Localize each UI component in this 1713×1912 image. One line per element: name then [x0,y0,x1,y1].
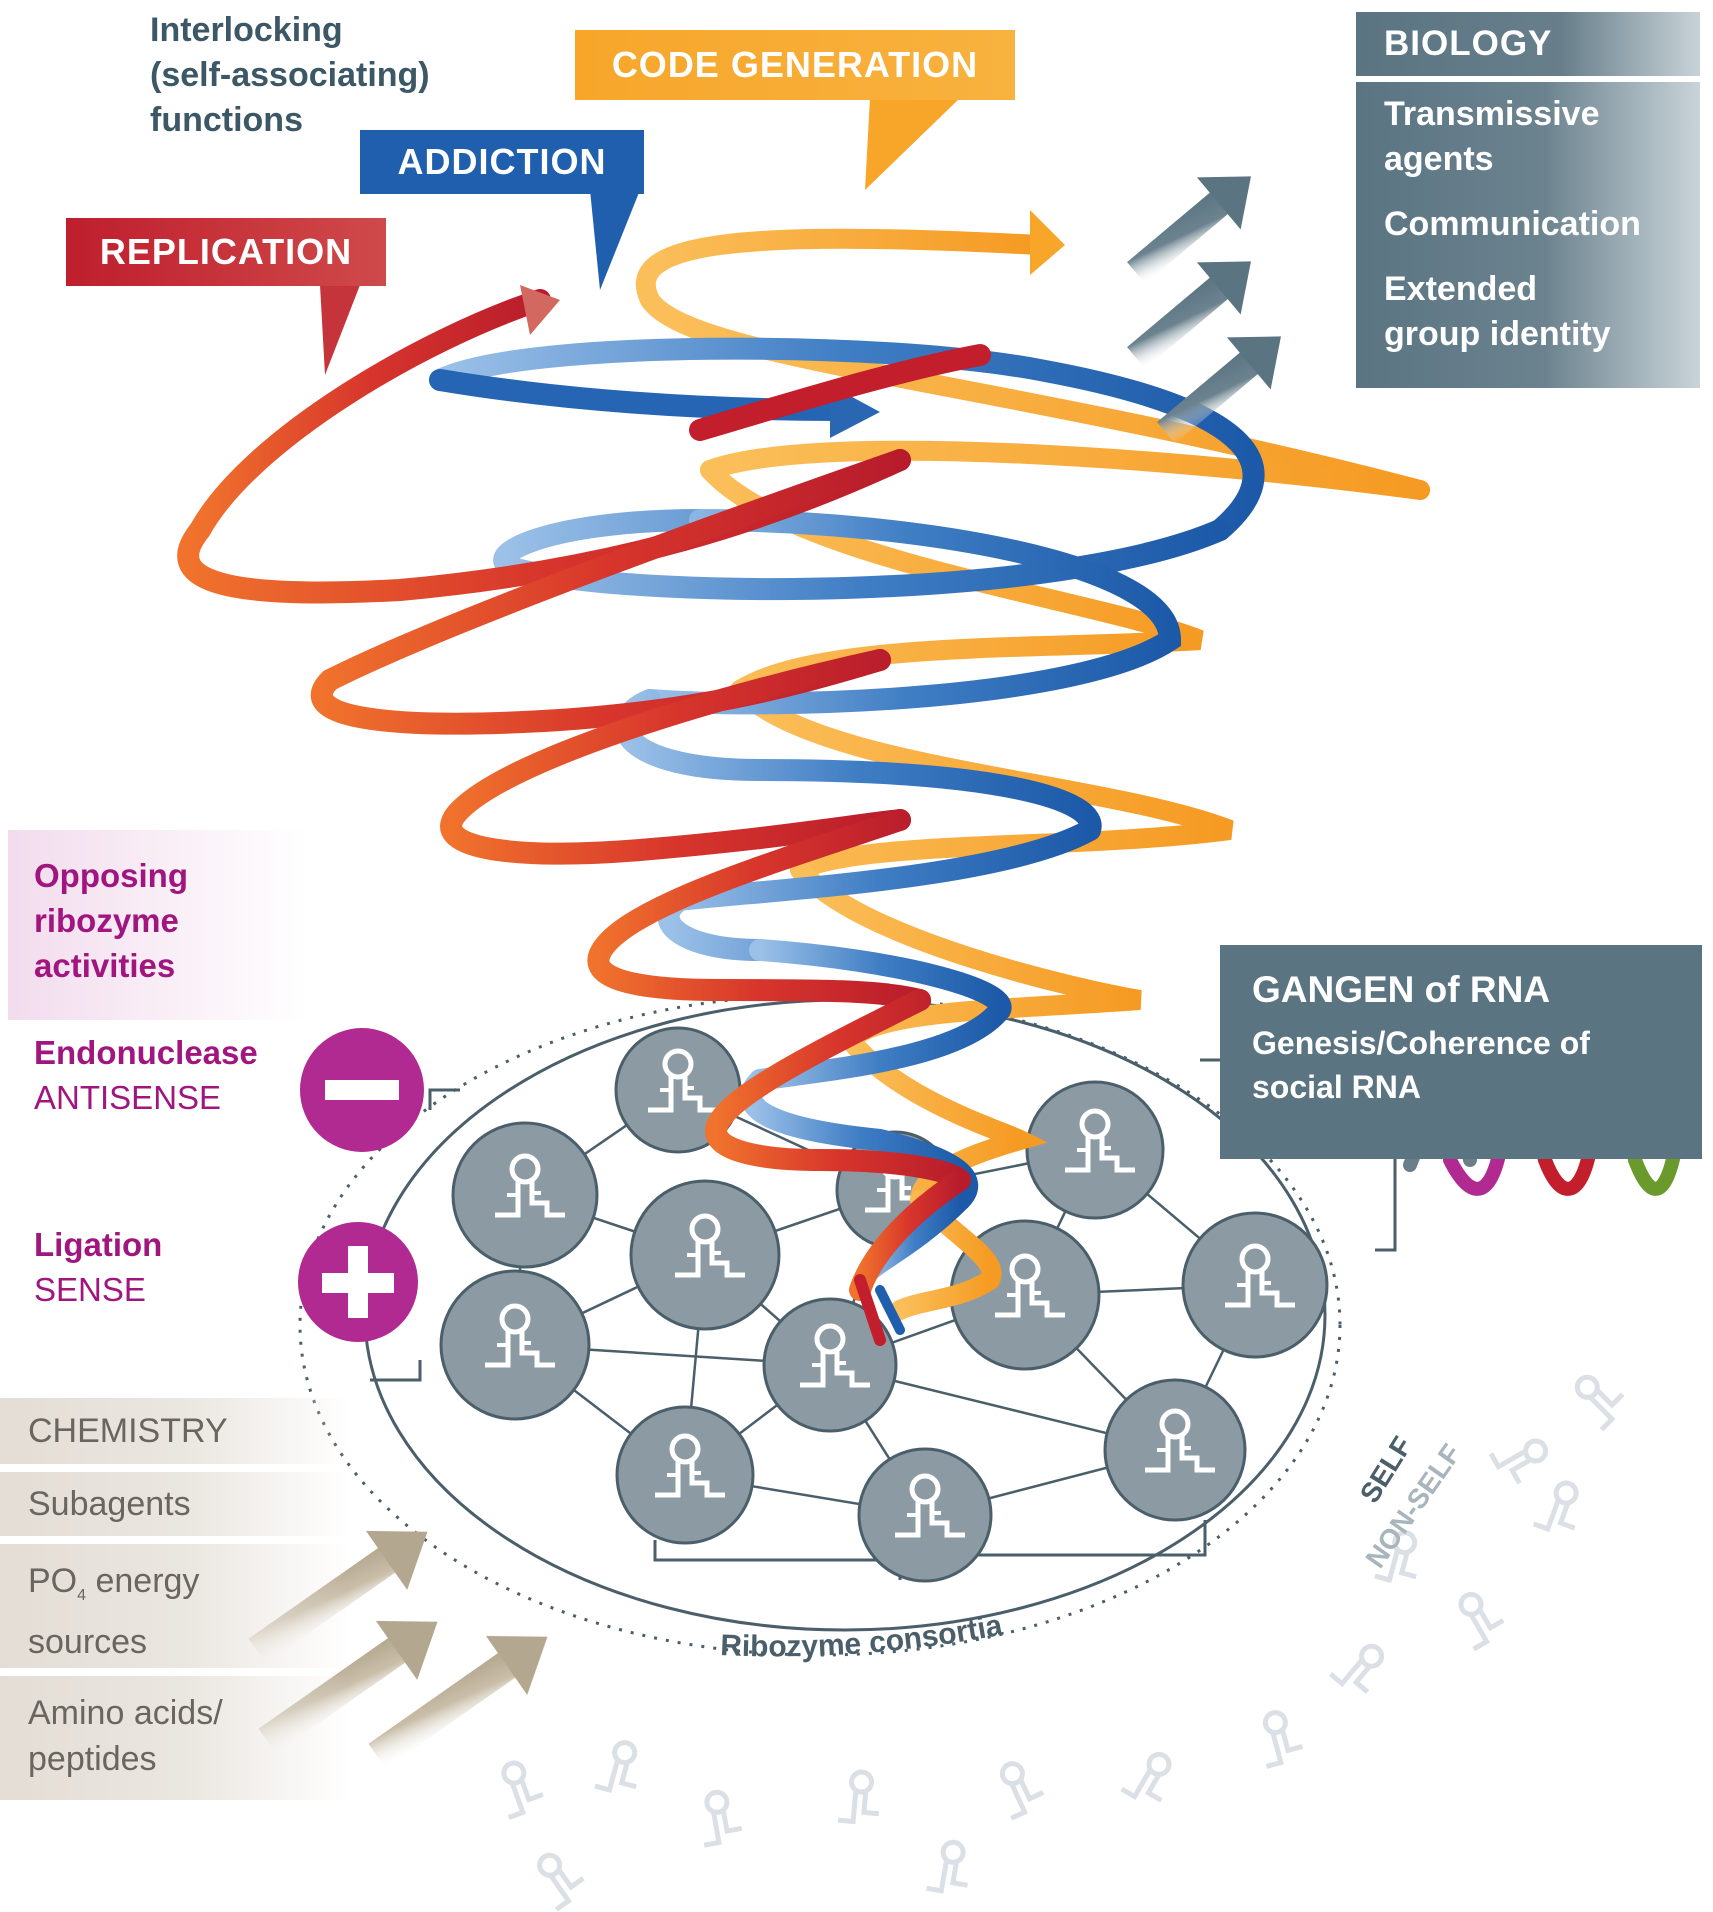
biology-panel: Transmissive agents Communication Extend… [1356,82,1700,388]
gangen-line: social RNA [1252,1069,1421,1105]
po4-line: PO4 energy [28,1558,350,1619]
opposing-panel-bg [8,830,308,1020]
ribozyme-node [615,1405,755,1545]
subagents-label: Subagents [0,1472,350,1536]
ribozyme-consortia-label: Ribozyme consortia [720,1609,1006,1664]
replication-tail [320,285,360,375]
ligation-label: Ligation SENSE [34,1222,162,1312]
ribozyme-node [1025,1080,1165,1220]
spiral-ribbons [177,210,1430,1346]
ribozyme-node [857,1447,993,1583]
biology-heading: BIOLOGY [1356,12,1700,76]
po4-text: PO [28,1562,78,1600]
chemistry-heading: CHEMISTRY [0,1398,350,1464]
ribozyme-node [1103,1378,1247,1522]
po4-text: energy [86,1562,200,1600]
opposing-line: Opposing [34,857,188,894]
amino-line: peptides [28,1740,157,1778]
title-line: (self-associating) [150,56,430,94]
amino-acids-label: Amino acids/ peptides [0,1676,350,1800]
po4-energy-label: PO4 energy sources [0,1544,350,1668]
code-generation-tail [865,98,960,190]
outer-dotted-ring [298,993,1342,1657]
interlocking-functions-title: Interlocking (self-associating) function… [150,8,430,143]
opposing-line: activities [34,947,176,984]
po4-line: sources [28,1622,148,1661]
gangen-panel: GANGEN of RNA Genesis/Coherence of socia… [1220,945,1702,1159]
minus-icon [300,1028,424,1152]
ribozyme-node [762,1297,898,1433]
biology-item: Communication [1384,205,1641,243]
opposing-line: ribozyme [34,902,179,939]
addiction-callout: ADDICTION [360,130,644,194]
ribozyme-node [629,1179,781,1331]
replication-callout: REPLICATION [66,218,386,286]
code-generation-callout: CODE GENERATION [575,30,1015,100]
ribozyme-node [439,1269,591,1421]
title-line: Interlocking [150,11,343,49]
plus-icon [298,1222,418,1342]
biology-item: Transmissive [1384,95,1600,133]
opposing-activities-label: Opposing ribozyme activities [34,853,188,988]
endonuclease-sub: ANTISENSE [34,1079,222,1116]
ribozyme-node [451,1121,599,1269]
biology-item: Extended [1384,270,1538,308]
ribozyme-node [1181,1211,1329,1359]
ligation-title: Ligation [34,1226,163,1263]
ligation-sub: SENSE [34,1271,146,1308]
biology-item: group identity [1384,315,1611,353]
biology-arrows [1127,176,1281,444]
endonuclease-label: Endonuclease ANTISENSE [34,1030,258,1120]
amino-line: Amino acids/ [28,1694,223,1732]
title-line: functions [150,101,303,139]
endonuclease-title: Endonuclease [34,1034,258,1071]
po4-subscript: 4 [77,1586,87,1604]
addiction-tail [590,190,640,290]
gangen-line: Genesis/Coherence of [1252,1025,1590,1061]
gangen-title: GANGEN of RNA [1252,969,1551,1010]
biology-item: agents [1384,140,1494,178]
